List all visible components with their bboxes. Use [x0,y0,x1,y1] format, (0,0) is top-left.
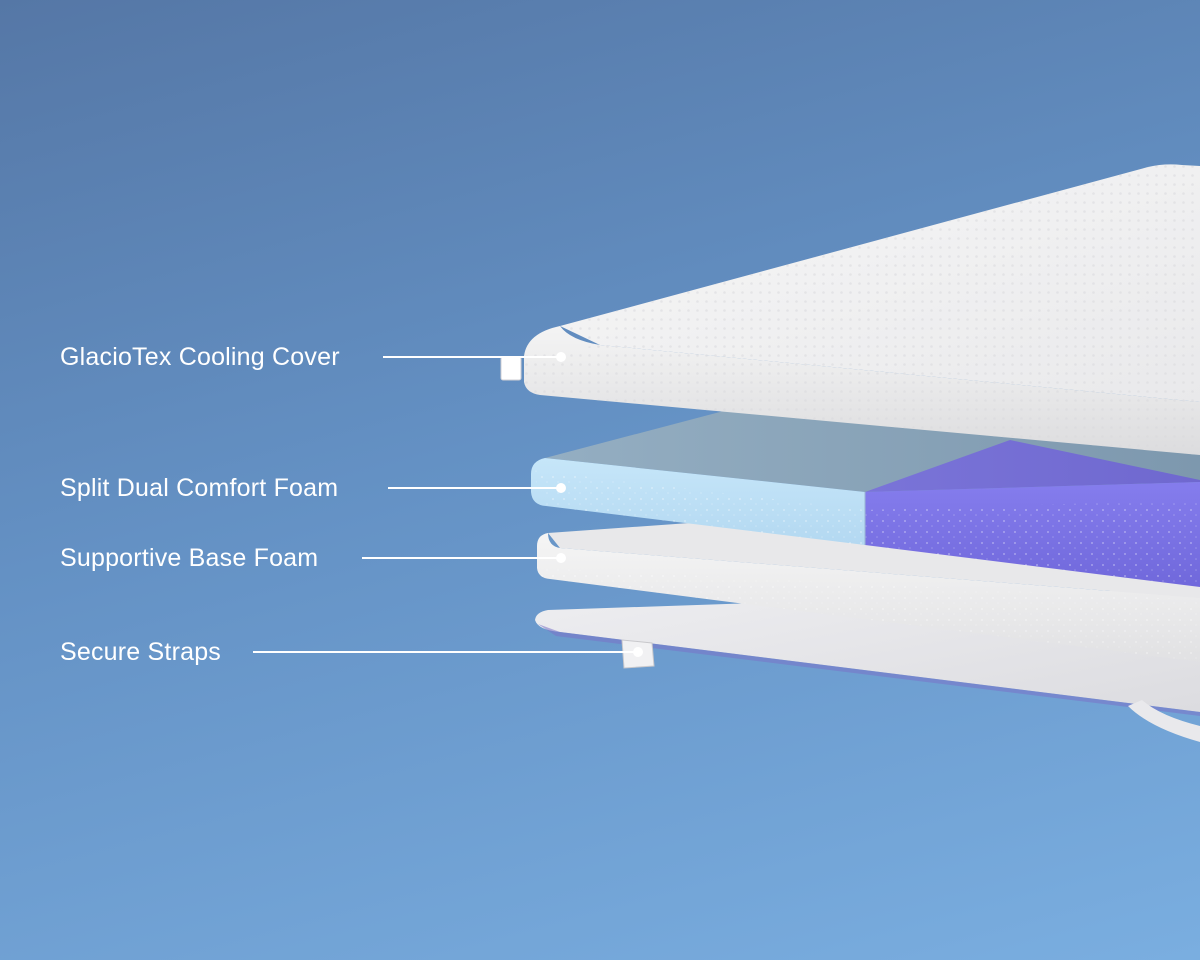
leader-straps [253,647,643,657]
base-foam-layer [537,518,1200,662]
leader-cover [383,352,566,362]
cooling-cover-layer [524,164,1200,455]
leader-base [362,553,566,563]
callout-cooling-cover: GlacioTex Cooling Cover [60,343,340,371]
leader-comfort [388,483,566,493]
cover-tag [500,356,522,381]
callout-base-foam: Supportive Base Foam [60,544,319,572]
callout-secure-straps: Secure Straps [60,638,222,666]
comfort-foam-layer [531,408,1200,587]
callout-comfort-foam: Split Dual Comfort Foam [60,474,339,502]
